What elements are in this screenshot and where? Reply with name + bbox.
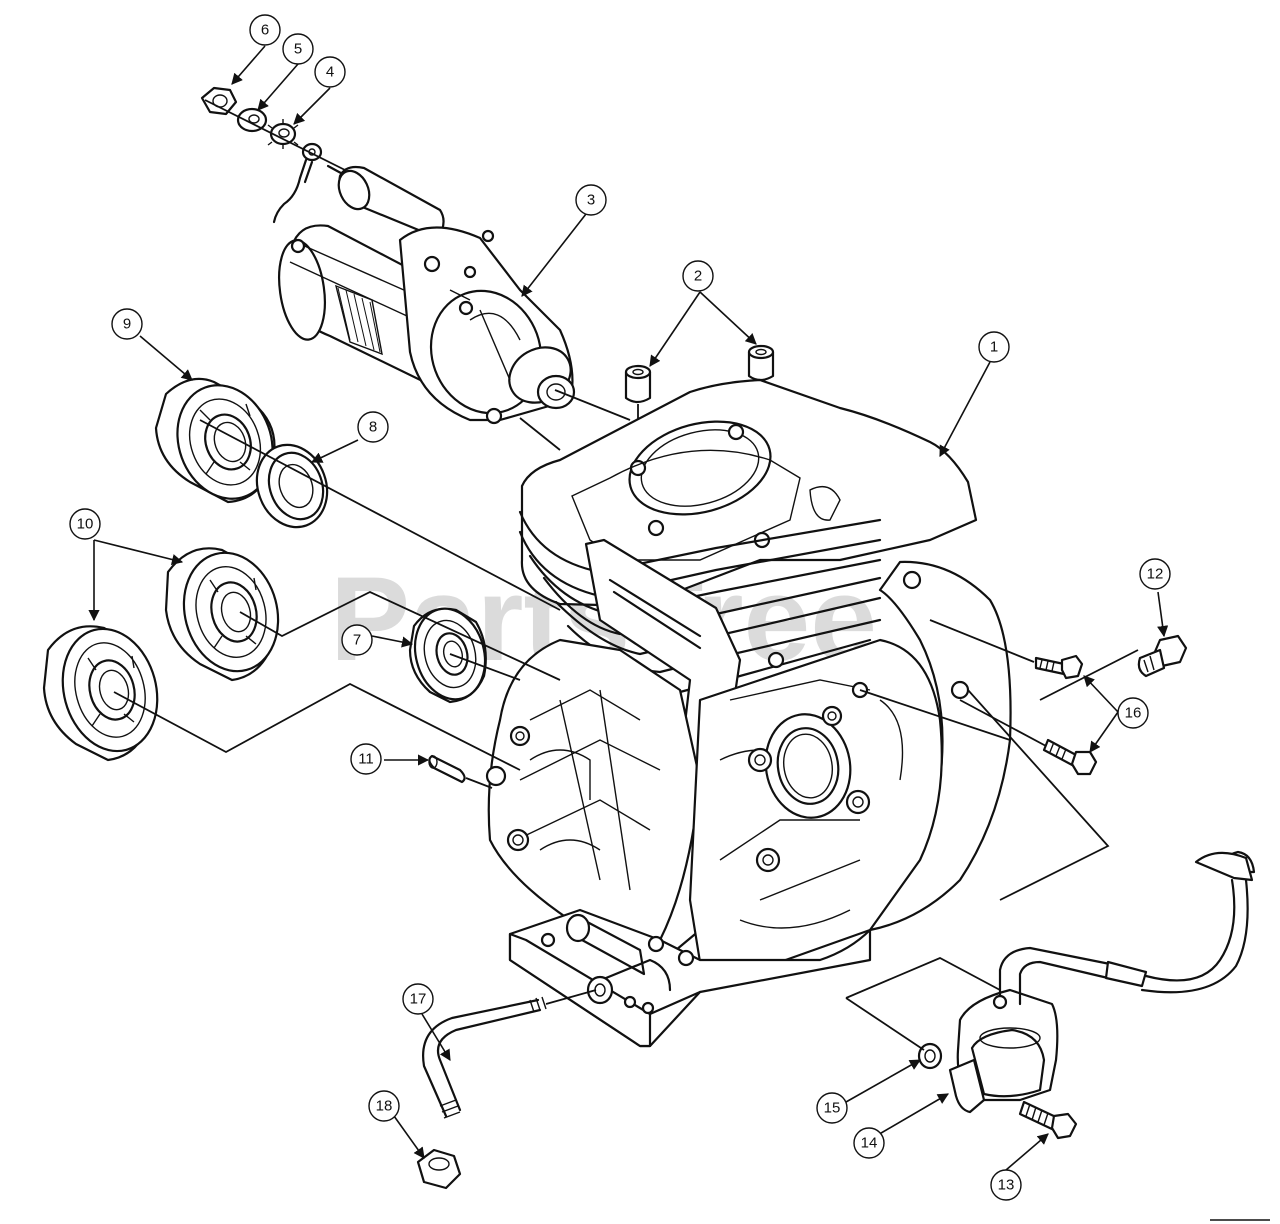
hex-nut-part-6 bbox=[200, 86, 238, 116]
breather-tube-part-17 bbox=[422, 996, 547, 1119]
callout-5: 5 bbox=[282, 33, 314, 65]
starter-motor-part-3 bbox=[278, 164, 576, 425]
starter-hatch-band bbox=[334, 284, 383, 356]
callout-8-label: 8 bbox=[369, 419, 377, 436]
callout-3-label: 3 bbox=[587, 192, 595, 209]
ball-bearing-part-9 bbox=[154, 377, 276, 504]
callout-6: 6 bbox=[249, 14, 281, 46]
callout-12-label: 12 bbox=[1147, 566, 1164, 583]
callout-1: 1 bbox=[978, 331, 1010, 363]
callout-4: 4 bbox=[314, 56, 346, 88]
callout-15: 15 bbox=[816, 1092, 848, 1124]
callout-7: 7 bbox=[341, 624, 373, 656]
ignition-coil-part-14 bbox=[948, 850, 1256, 1114]
callout-14: 14 bbox=[853, 1127, 885, 1159]
callout-10: 10 bbox=[69, 508, 101, 540]
callout-6-label: 6 bbox=[261, 22, 269, 39]
callout-14-label: 14 bbox=[861, 1135, 878, 1152]
washer-part-15 bbox=[917, 1042, 943, 1070]
callout-18-label: 18 bbox=[376, 1098, 393, 1115]
bolt-part-16a bbox=[1034, 654, 1084, 680]
drain-plug-part-12 bbox=[1137, 634, 1188, 678]
callout-2: 2 bbox=[682, 260, 714, 292]
callout-17: 17 bbox=[402, 983, 434, 1015]
callout-2-label: 2 bbox=[694, 268, 702, 285]
callout-5-label: 5 bbox=[294, 41, 302, 58]
callout-18: 18 bbox=[368, 1090, 400, 1122]
bolt-part-13 bbox=[1018, 1100, 1078, 1140]
ball-bearing-part-10b bbox=[42, 625, 159, 762]
callout-7-label: 7 bbox=[353, 632, 361, 649]
callout-8: 8 bbox=[357, 411, 389, 443]
callout-10-label: 10 bbox=[77, 516, 94, 533]
callout-1-label: 1 bbox=[990, 339, 998, 356]
ring-terminal-wire bbox=[272, 142, 323, 224]
callout-13: 13 bbox=[990, 1169, 1022, 1201]
leader-lines bbox=[88, 45, 1169, 1171]
flat-washer-part-5 bbox=[236, 107, 268, 133]
dowel-pin-part-11 bbox=[428, 754, 466, 784]
lock-washer-part-4 bbox=[267, 119, 299, 149]
callout-16-label: 16 bbox=[1125, 705, 1142, 722]
ball-bearing-part-10a bbox=[164, 547, 280, 682]
callout-12: 12 bbox=[1139, 558, 1171, 590]
callout-4-label: 4 bbox=[326, 64, 334, 81]
callout-16: 16 bbox=[1117, 697, 1149, 729]
dowel-pin-part-2a bbox=[624, 364, 652, 404]
callout-11: 11 bbox=[350, 743, 382, 775]
callout-3: 3 bbox=[575, 184, 607, 216]
callout-11-label: 11 bbox=[358, 751, 374, 768]
callout-17-label: 17 bbox=[410, 991, 427, 1008]
bolt-part-16b bbox=[1042, 738, 1098, 776]
callout-15-label: 15 bbox=[824, 1100, 841, 1117]
callout-13-label: 13 bbox=[998, 1177, 1015, 1194]
oil-seal-part-8 bbox=[255, 443, 329, 529]
hex-nut-part-18 bbox=[416, 1148, 462, 1190]
callout-9-label: 9 bbox=[123, 316, 131, 333]
callout-9: 9 bbox=[111, 308, 143, 340]
crankcase-block-part-1 bbox=[485, 378, 1012, 1048]
dowel-pin-part-2b bbox=[747, 344, 775, 382]
